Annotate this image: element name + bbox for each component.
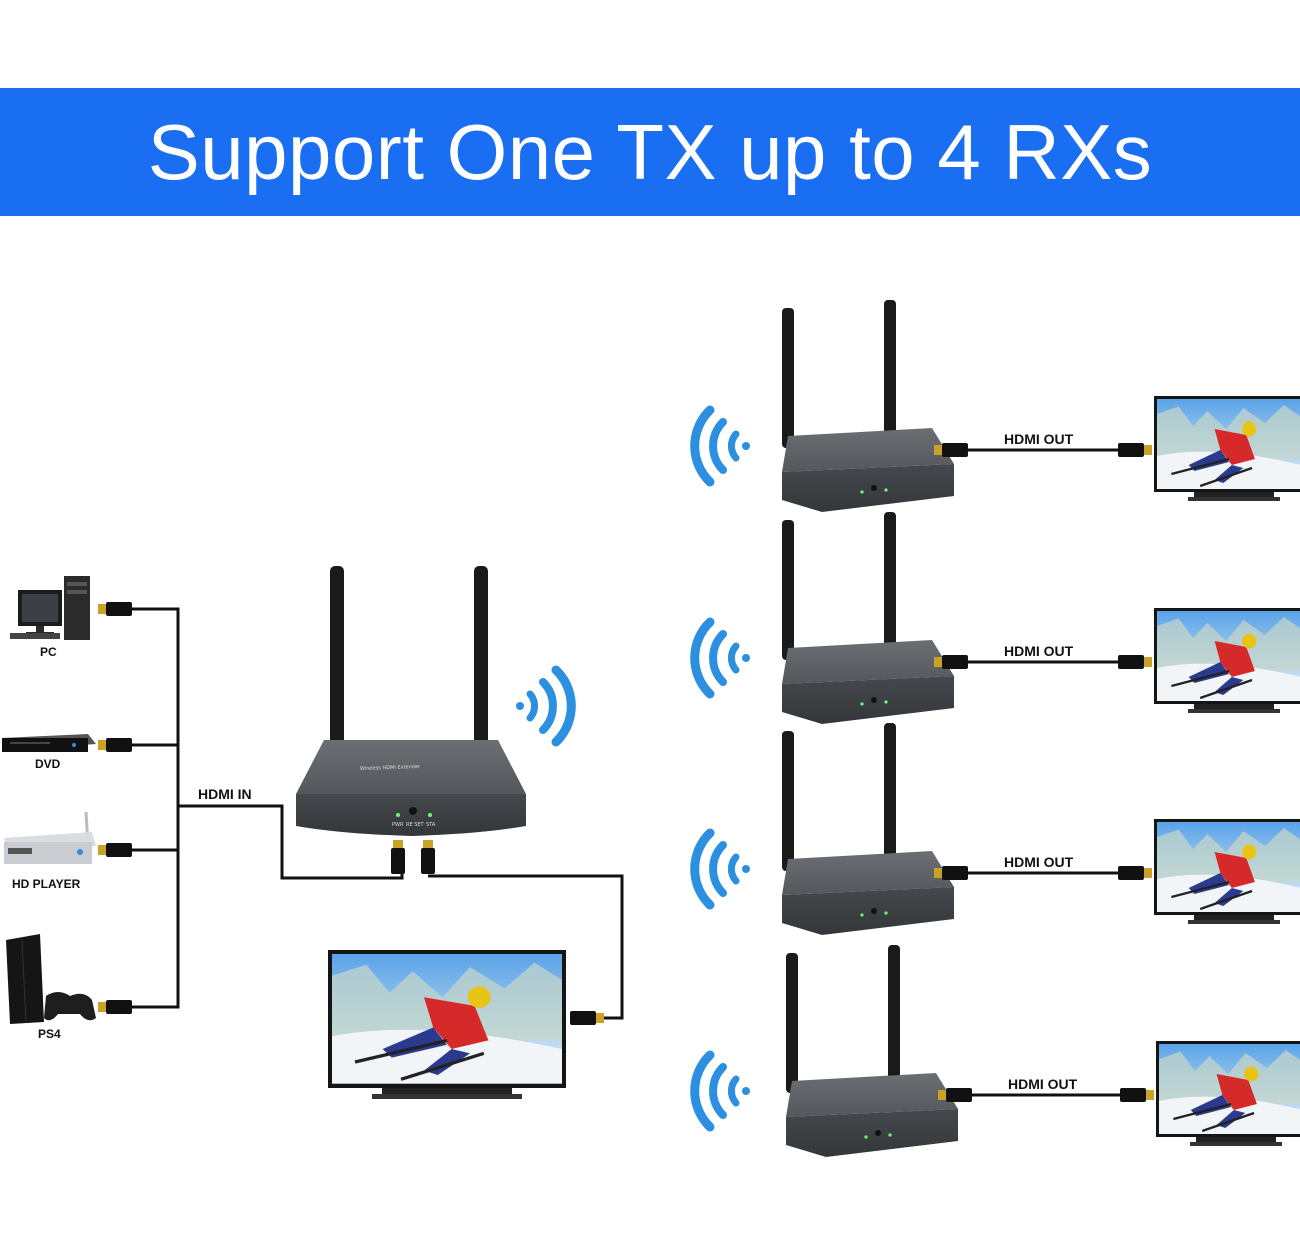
receivers: HDMI OUT HDMI OUT HDMI OUT HDMI OUT bbox=[695, 300, 1300, 1157]
receiver-hdmi-plug bbox=[934, 655, 968, 669]
tv-hdmi-plug bbox=[1118, 655, 1152, 669]
receiver-hdmi-plug bbox=[938, 1088, 972, 1102]
receiver-hdmi-plug bbox=[934, 443, 968, 457]
hdmi-in-label: HDMI IN bbox=[198, 786, 252, 802]
hdmi-out-label: HDMI OUT bbox=[1004, 643, 1074, 659]
transmitter-device-text: Wireless HDMI Extender bbox=[360, 764, 421, 772]
ps4-label: PS4 bbox=[38, 1027, 61, 1041]
receiver-front bbox=[786, 1109, 958, 1157]
ps4-hdmi-plug bbox=[98, 1000, 132, 1014]
tv-hdmi-plug bbox=[1120, 1088, 1154, 1102]
led-pwr: PWR bbox=[392, 822, 404, 828]
receiver-hdmi-plug bbox=[934, 866, 968, 880]
receiver-pwr-led bbox=[860, 702, 864, 706]
receiver-unit-4: HDMI OUT bbox=[695, 945, 1300, 1157]
led-reset: RE SET bbox=[406, 822, 425, 828]
local-tv-cable bbox=[428, 874, 624, 1020]
receiver-front bbox=[782, 464, 954, 512]
antenna-right bbox=[884, 723, 896, 871]
led-sta: STA bbox=[426, 822, 436, 828]
antenna-left bbox=[782, 731, 794, 871]
antenna-right bbox=[884, 512, 896, 660]
receiver-wifi-icon bbox=[695, 833, 750, 905]
hd-player-device bbox=[4, 811, 96, 864]
receiver-wifi-icon bbox=[695, 1055, 750, 1127]
receiver-reset-button bbox=[875, 1130, 881, 1136]
dvd-hdmi-plug bbox=[98, 738, 132, 752]
antenna-right bbox=[884, 300, 896, 448]
tv-hdmi-plug bbox=[1118, 443, 1152, 457]
receiver-unit-2: HDMI OUT bbox=[695, 512, 1300, 724]
dvd-device bbox=[2, 734, 96, 752]
antenna-right bbox=[888, 945, 900, 1093]
receiver-top bbox=[782, 851, 954, 895]
receiver-tv bbox=[1154, 608, 1300, 713]
receiver-pwr-led bbox=[864, 1135, 868, 1139]
receiver-sta-led bbox=[884, 911, 888, 915]
receiver-front bbox=[782, 887, 954, 935]
banner-title: Support One TX up to 4 RXs bbox=[147, 107, 1153, 196]
receiver-tv bbox=[1156, 1041, 1300, 1146]
transmitter-wifi-icon bbox=[516, 670, 571, 742]
receiver-sta-led bbox=[884, 488, 888, 492]
pc-hdmi-plug bbox=[98, 602, 132, 616]
receiver-reset-button bbox=[871, 485, 877, 491]
hdmi-out-label: HDMI OUT bbox=[1004, 854, 1074, 870]
receiver-sta-led bbox=[884, 700, 888, 704]
antenna-left bbox=[782, 520, 794, 660]
pc-label: PC bbox=[40, 645, 57, 659]
receiver-pwr-led bbox=[860, 913, 864, 917]
receiver-tv bbox=[1154, 819, 1300, 924]
receiver-top bbox=[782, 428, 954, 472]
pc-device bbox=[10, 576, 90, 640]
tv-hdmi-plug bbox=[1118, 866, 1152, 880]
hd-player-label: HD PLAYER bbox=[12, 877, 81, 891]
receiver-top bbox=[782, 640, 954, 684]
receiver-front bbox=[782, 676, 954, 724]
receiver-pwr-led bbox=[860, 490, 864, 494]
title-banner: Support One TX up to 4 RXs bbox=[0, 88, 1300, 216]
hdmi-out-label: HDMI OUT bbox=[1004, 431, 1074, 447]
receiver-wifi-icon bbox=[695, 622, 750, 694]
receiver-wifi-icon bbox=[695, 410, 750, 482]
receiver-top bbox=[786, 1073, 958, 1117]
antenna-left bbox=[782, 308, 794, 448]
antenna-left bbox=[786, 953, 798, 1093]
ps4-device bbox=[6, 934, 96, 1024]
receiver-unit-1: HDMI OUT bbox=[695, 300, 1300, 512]
hdmi-out-label: HDMI OUT bbox=[1008, 1076, 1078, 1092]
transmitter-device: Wireless HDMI Extender PWR RE SET STA bbox=[296, 566, 526, 874]
receiver-tv bbox=[1154, 396, 1300, 501]
receiver-unit-3: HDMI OUT bbox=[695, 723, 1300, 935]
hd-player-hdmi-plug bbox=[98, 843, 132, 857]
receiver-sta-led bbox=[888, 1133, 892, 1137]
receiver-reset-button bbox=[871, 908, 877, 914]
local-tv bbox=[328, 950, 566, 1099]
local-tv-hdmi-plug bbox=[570, 1011, 604, 1025]
receiver-reset-button bbox=[871, 697, 877, 703]
dvd-label: DVD bbox=[35, 757, 61, 771]
